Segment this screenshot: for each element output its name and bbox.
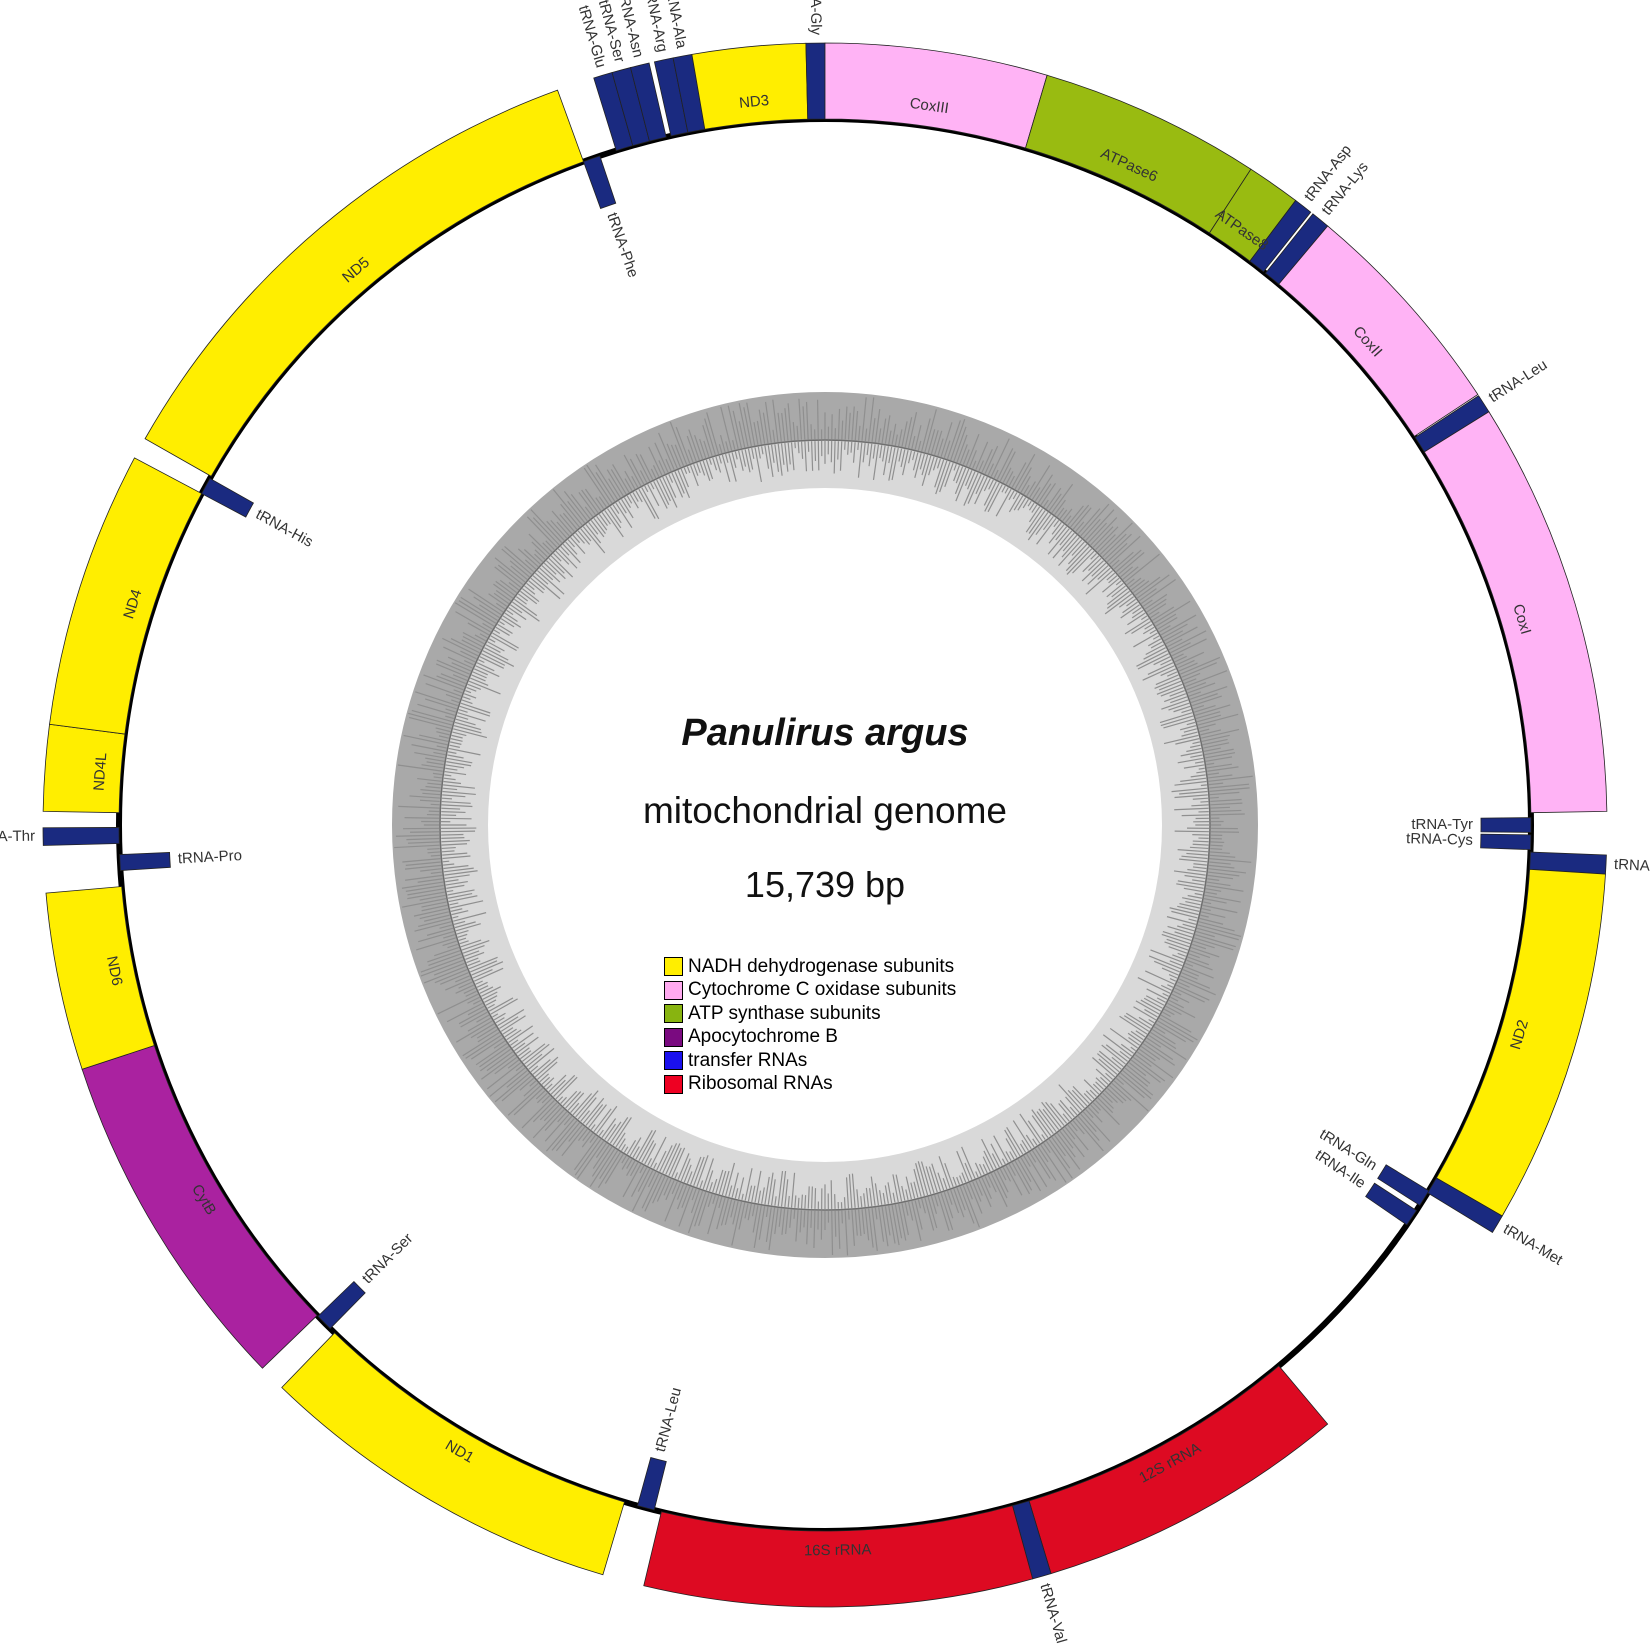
gene-label-trna-trp-17: tRNA-Trp (1614, 856, 1650, 876)
legend-label: Apocytochrome B (688, 1026, 838, 1048)
gene-12s-rrna-22 (1028, 1365, 1329, 1575)
legend-label: ATP synthase subunits (688, 1002, 881, 1024)
gene-coxiii-7 (824, 42, 1048, 149)
legend-swatch (664, 1027, 683, 1047)
legend-item: NADH dehydrogenase subunits (664, 955, 956, 979)
gene-atpase6-8 (1025, 74, 1252, 234)
genome-length: 15,739 bp (744, 864, 906, 905)
gene-label-nd3-5: ND3 (738, 92, 770, 112)
legend-swatch (664, 1051, 683, 1071)
gene-label-nd4l-32: ND4L (91, 752, 111, 792)
gene-label-trna-met-19: tRNA-Met (1500, 1221, 1566, 1270)
gc-baseline (439, 439, 1211, 1211)
gene-trna-asp-10 (1249, 199, 1312, 273)
legend-swatch (664, 1004, 683, 1024)
gene-nd5-35 (144, 89, 585, 477)
gene-nd6-29 (45, 886, 155, 1070)
legend-label: Ribosomal RNAs (688, 1073, 833, 1095)
gene-trna-gln-20 (1377, 1164, 1430, 1206)
gene-trna-leu-25 (637, 1456, 667, 1511)
gene-label-trna-gly-6: tRNA-Gly (807, 0, 825, 36)
gene-nd1-26 (281, 1332, 625, 1576)
gene-label-trna-pro-30: tRNA-Pro (177, 847, 242, 867)
legend-swatch (664, 980, 683, 1000)
gene-trna-cys-16 (1480, 833, 1532, 851)
gene-label-trna-tyr-15: tRNA-Tyr (1411, 816, 1473, 833)
legend-swatch (664, 1074, 683, 1094)
genome-type: mitochondrial genome (642, 790, 1008, 831)
gene-nd3-5 (691, 42, 809, 130)
legend-item: transfer RNAs (664, 1049, 956, 1073)
gene-label-trna-ser-27: tRNA-Ser (359, 1230, 417, 1287)
legend-label: NADH dehydrogenase subunits (688, 955, 955, 977)
gene-features (42, 42, 1608, 1608)
gc-skew-ticks (394, 397, 1253, 1256)
gene-16s-rrna-24 (643, 1505, 1034, 1608)
gene-label-coxiii-7: CoxIII (909, 95, 950, 117)
gene-trna-ile-21 (1365, 1182, 1417, 1226)
legend-item: ATP synthase subunits (664, 1002, 956, 1026)
legend-item: Ribosomal RNAs (664, 1073, 956, 1097)
gene-trna-his-34 (201, 477, 255, 518)
species-name: Panulirus argus (681, 712, 969, 754)
gene-coxi-14 (1423, 411, 1608, 814)
gene-label-trna-val-23: tRNA-Val (1036, 1582, 1069, 1646)
gene-trna-asn-2 (630, 62, 667, 142)
gene-label-trna-leu-25: tRNA-Leu (652, 1386, 685, 1454)
legend-item: Apocytochrome B (664, 1026, 956, 1050)
gene-label-trna-phe-36: tRNA-Phe (603, 210, 641, 279)
gene-trna-thr-31 (42, 827, 120, 846)
gene-trna-pro-30 (119, 852, 171, 871)
gene-trna-phe-36 (583, 155, 617, 210)
gene-label-16s-rrna-24: 16S rRNA (804, 1541, 872, 1559)
gene-trna-ser-27 (317, 1280, 366, 1330)
legend-label: transfer RNAs (688, 1049, 808, 1071)
gene-label-trna-thr-31: tRNA-Thr (0, 828, 35, 846)
legend-label: Cytochrome C oxidase subunits (688, 979, 957, 1001)
gene-trna-gly-6 (805, 42, 826, 120)
gene-trna-tyr-15 (1480, 817, 1532, 833)
gene-label-trna-his-34: tRNA-His (253, 506, 316, 551)
gene-label-trna-leu-13: tRNA-Leu (1486, 356, 1551, 406)
gene-label-nd6-29: ND6 (103, 954, 126, 987)
gc-content-ring (392, 392, 1258, 1258)
legend-item: Cytochrome C oxidase subunits (664, 979, 956, 1003)
gene-nd4-33 (49, 457, 203, 735)
gene-label-trna-cys-16: tRNA-Cys (1406, 830, 1473, 849)
gene-coxii-12 (1278, 225, 1479, 437)
legend-swatch (664, 957, 683, 977)
